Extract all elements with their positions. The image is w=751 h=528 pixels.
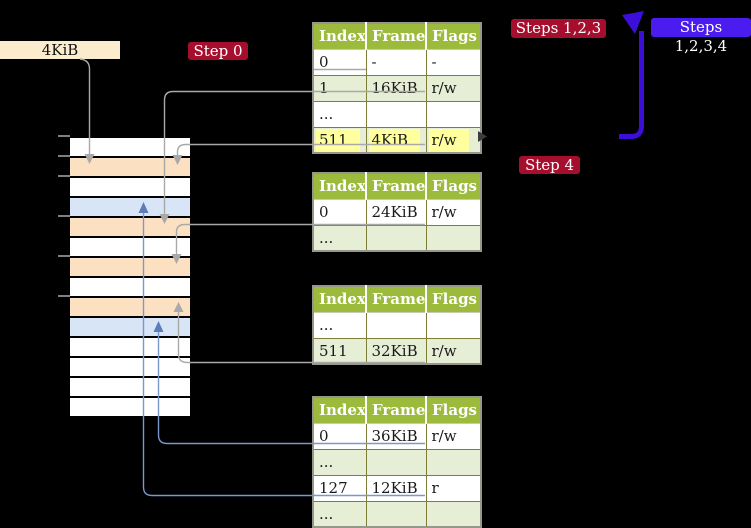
address-tick	[58, 135, 70, 137]
column-header-frame: Frame	[365, 397, 426, 424]
column-header-index: Index	[313, 173, 366, 200]
address-tick	[58, 215, 70, 217]
highlight: r/w	[428, 128, 469, 152]
frame-cell	[365, 311, 426, 338]
table-row: 511 32KiB r/w	[313, 337, 481, 364]
memory-frame-row	[70, 398, 190, 416]
address-tick	[58, 255, 70, 257]
frame-cell	[365, 500, 426, 527]
highlight: 4KiB	[368, 128, 421, 152]
index-cell: ...	[313, 500, 366, 527]
recursive-loop-arrowhead	[622, 11, 644, 34]
index-cell: ...	[313, 311, 366, 338]
flags-cell	[425, 448, 481, 475]
frame-cell: 16KiB	[365, 74, 426, 101]
frame-cell: 32KiB	[365, 337, 426, 364]
frame-cell: -	[365, 48, 426, 75]
step4-badge: Step 4	[519, 156, 580, 174]
frame-cell	[365, 100, 426, 127]
table-row: ...	[313, 500, 481, 527]
column-header-flags: Flags	[425, 286, 481, 313]
column-header-flags: Flags	[425, 397, 481, 424]
flags-cell	[425, 224, 481, 251]
memory-frame-row	[70, 158, 190, 176]
frame-cell: 12KiB	[365, 474, 426, 501]
memory-frame-row	[70, 278, 190, 296]
flags-cell: r/w	[425, 74, 481, 101]
memory-frame-row	[70, 338, 190, 356]
memory-frame-row	[70, 178, 190, 196]
frame-cell: 36KiB	[365, 422, 426, 449]
table-row: ...	[313, 100, 481, 127]
page-table-level3: Index Frame Flags 0 24KiB r/w ...	[312, 172, 482, 252]
frame-cell: 24KiB	[365, 198, 426, 225]
page-table-level1: Index Frame Flags 0 36KiB r/w ... 127 12…	[312, 396, 482, 528]
frame-cell: 4KiB	[365, 126, 426, 153]
table-row: 0 24KiB r/w	[313, 198, 481, 225]
steps1234-badge: Steps 1,2,3,4	[651, 18, 751, 55]
index-cell: 127	[313, 474, 366, 501]
table-row-recursive-entry: 511 4KiB r/w	[313, 126, 481, 153]
frame-cell	[365, 224, 426, 251]
index-cell: 511	[313, 337, 366, 364]
flags-cell: r/w	[425, 337, 481, 364]
flags-cell: r/w	[425, 126, 481, 153]
index-cell: ...	[313, 224, 366, 251]
column-header-flags: Flags	[425, 173, 481, 200]
index-cell: 511	[313, 126, 366, 153]
recursive-loop-arrow	[619, 31, 644, 139]
memory-frame-row	[70, 318, 190, 336]
memory-frame-row	[70, 238, 190, 256]
column-header-frame: Frame	[365, 23, 426, 50]
page-table-level4: Index Frame Flags 0 - - 1 16KiB r/w ... …	[312, 22, 482, 154]
steps123-badge: Steps 1,2,3	[511, 19, 606, 38]
memory-frame-row	[70, 298, 190, 316]
table-row: 127 12KiB r	[313, 474, 481, 501]
frame-cell	[365, 448, 426, 475]
address-tick	[58, 155, 70, 157]
index-cell: ...	[313, 100, 366, 127]
flags-cell	[425, 311, 481, 338]
table-row: ...	[313, 224, 481, 251]
memory-frame-row	[70, 218, 190, 236]
flags-cell: r/w	[425, 198, 481, 225]
column-header-frame: Frame	[365, 173, 426, 200]
column-header-flags: Flags	[425, 23, 481, 50]
physical-memory-column	[70, 136, 190, 418]
table-row: 0 - -	[313, 48, 481, 75]
memory-frame-row	[70, 258, 190, 276]
page-table-level2: Index Frame Flags ... 511 32KiB r/w	[312, 285, 482, 365]
column-header-frame: Frame	[365, 286, 426, 313]
table-row: 0 36KiB r/w	[313, 422, 481, 449]
step0-badge: Step 0	[188, 42, 248, 60]
memory-frame-row	[70, 198, 190, 216]
flags-cell: r	[425, 474, 481, 501]
column-header-index: Index	[313, 23, 366, 50]
table-row: ...	[313, 448, 481, 475]
flags-cell: r/w	[425, 422, 481, 449]
flags-cell	[425, 500, 481, 527]
index-cell: 0	[313, 422, 366, 449]
memory-frame-row	[70, 378, 190, 396]
index-cell: 1	[313, 74, 366, 101]
memory-frame-row	[70, 358, 190, 376]
index-cell: 0	[313, 198, 366, 225]
flags-cell: -	[425, 48, 481, 75]
column-header-index: Index	[313, 286, 366, 313]
index-cell: 0	[313, 48, 366, 75]
column-header-index: Index	[313, 397, 366, 424]
index-cell: ...	[313, 448, 366, 475]
frame-size-label: 4KiB	[0, 41, 120, 59]
flags-cell	[425, 100, 481, 127]
memory-frame-row	[70, 138, 190, 156]
table-row: ...	[313, 311, 481, 338]
highlight: 511	[316, 128, 360, 152]
address-tick	[58, 175, 70, 177]
table-row: 1 16KiB r/w	[313, 74, 481, 101]
address-tick	[58, 295, 70, 297]
